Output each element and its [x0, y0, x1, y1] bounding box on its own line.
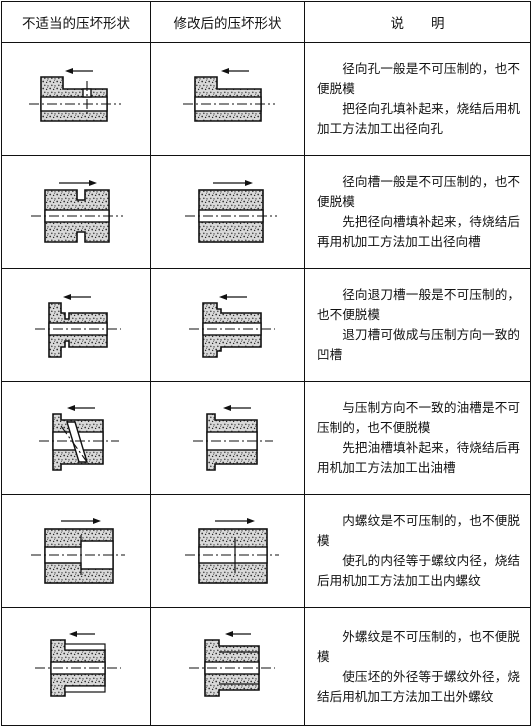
- figure-modified-radial-hole: [150, 42, 305, 156]
- description-line: 内螺纹是不可压制的，也不便脱模: [317, 513, 520, 548]
- description-line: 与压制方向不一致的油槽是不可压制的，也不便脱模: [317, 400, 520, 435]
- figure-modified-radial-groove: [150, 155, 305, 269]
- figure-unsuitable-oil-groove: [1, 381, 151, 495]
- description-cell: 内螺纹是不可压制的，也不便脱模 使孔的内径等于螺纹内径，烧结后用机加工方法加工出…: [304, 494, 531, 608]
- figure-modified-undercut: [150, 268, 305, 382]
- description-line: 径向孔一般是不可压制的，也不便脱模: [317, 61, 520, 96]
- description-line: 外螺纹是不可压制的，也不便脱模: [317, 628, 520, 664]
- description-line: 径向槽一般是不可压制的，也不便脱模: [317, 174, 520, 209]
- description-line: 先把径向槽填补起来，待烧结后再用机加工方法加工出径向槽: [317, 214, 520, 249]
- description-line: 退刀槽可做成与压制方向一致的凹槽: [317, 327, 520, 362]
- description-line: 使孔的内径等于螺纹内径，烧结后用机加工方法加工出内螺纹: [317, 553, 520, 588]
- figure-unsuitable-internal-thread: [1, 494, 151, 608]
- header-row: 不适当的压坏形状 修改后的压坏形状 说 明: [1, 1, 531, 43]
- figure-unsuitable-undercut: [1, 268, 151, 382]
- table-row: 与压制方向不一致的油槽是不可压制的，也不便脱模 先把油槽填补起来，待烧结后再用机…: [1, 381, 531, 495]
- figure-unsuitable-external-thread: [1, 607, 151, 726]
- table-row: 径向退刀槽一般是不可压制的，也不便脱模 退刀槽可做成与压制方向一致的凹槽: [1, 268, 531, 382]
- figure-modified-internal-thread: [150, 494, 305, 608]
- header-modified-shape: 修改后的压坏形状: [150, 1, 305, 43]
- description-line: 径向退刀槽一般是不可压制的，也不便脱模: [317, 287, 520, 322]
- description-cell: 径向退刀槽一般是不可压制的，也不便脱模 退刀槽可做成与压制方向一致的凹槽: [304, 268, 531, 382]
- table-row: 外螺纹是不可压制的，也不便脱模 使压坯的外径等于螺纹外径，烧结后用机加工方法加工…: [1, 607, 531, 726]
- description-line: 把径向孔填补起来，烧结后用机加工方法加工出径向孔: [317, 101, 520, 136]
- figure-unsuitable-radial-groove: [1, 155, 151, 269]
- description-cell: 与压制方向不一致的油槽是不可压制的，也不便脱模 先把油槽填补起来，待烧结后再用机…: [304, 381, 531, 495]
- table-row: 径向孔一般是不可压制的，也不便脱模 把径向孔填补起来，烧结后用机加工方法加工出径…: [1, 42, 531, 156]
- table-row: 径向槽一般是不可压制的，也不便脱模 先把径向槽填补起来，待烧结后再用机加工方法加…: [1, 155, 531, 269]
- description-line: 先把油槽填补起来，待烧结后再用机加工方法加工出油槽: [317, 440, 520, 475]
- header-description: 说 明: [304, 1, 531, 43]
- description-cell: 径向槽一般是不可压制的，也不便脱模 先把径向槽填补起来，待烧结后再用机加工方法加…: [304, 155, 531, 269]
- figure-unsuitable-radial-hole: [1, 42, 151, 156]
- description-cell: 外螺纹是不可压制的，也不便脱模 使压坯的外径等于螺纹外径，烧结后用机加工方法加工…: [304, 607, 531, 726]
- figure-modified-oil-groove: [150, 381, 305, 495]
- table-row: 内螺纹是不可压制的，也不便脱模 使孔的内径等于螺纹内径，烧结后用机加工方法加工出…: [1, 494, 531, 608]
- description-line: 使压坯的外径等于螺纹外径，烧结后用机加工方法加工出外螺纹: [317, 668, 520, 704]
- description-cell: 径向孔一般是不可压制的，也不便脱模 把径向孔填补起来，烧结后用机加工方法加工出径…: [304, 42, 531, 156]
- figure-modified-external-thread: [150, 607, 305, 726]
- header-unsuitable-shape: 不适当的压坏形状: [1, 1, 151, 43]
